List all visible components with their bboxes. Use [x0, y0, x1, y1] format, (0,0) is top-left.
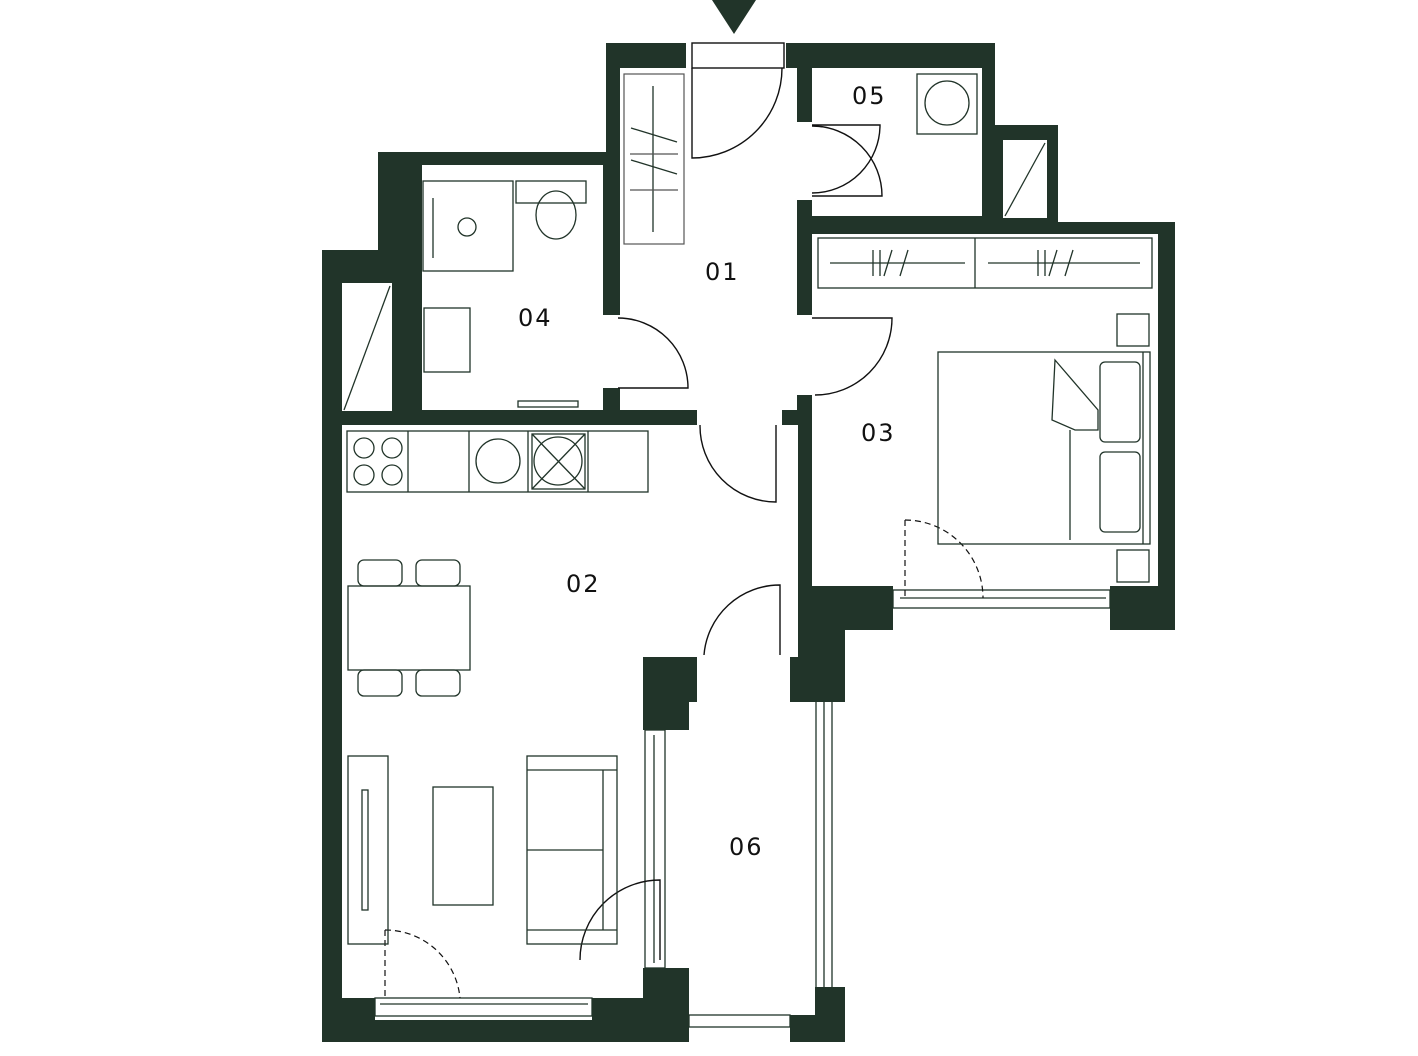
furniture: [346, 73, 1153, 945]
doors[interactable]: [384, 67, 984, 999]
room-label-04: 04: [518, 304, 553, 332]
room-label-05: 05: [852, 82, 887, 110]
room-label-03: 03: [861, 419, 896, 447]
entrance-arrow-icon: [712, 0, 756, 34]
windows: [343, 42, 1111, 1028]
room-interiors: [342, 43, 1158, 1042]
room-label-06: 06: [729, 833, 764, 861]
room-labels: 01 02 03 04 05 06: [518, 82, 896, 861]
room-label-02: 02: [566, 570, 601, 598]
room-label-01: 01: [705, 258, 740, 286]
